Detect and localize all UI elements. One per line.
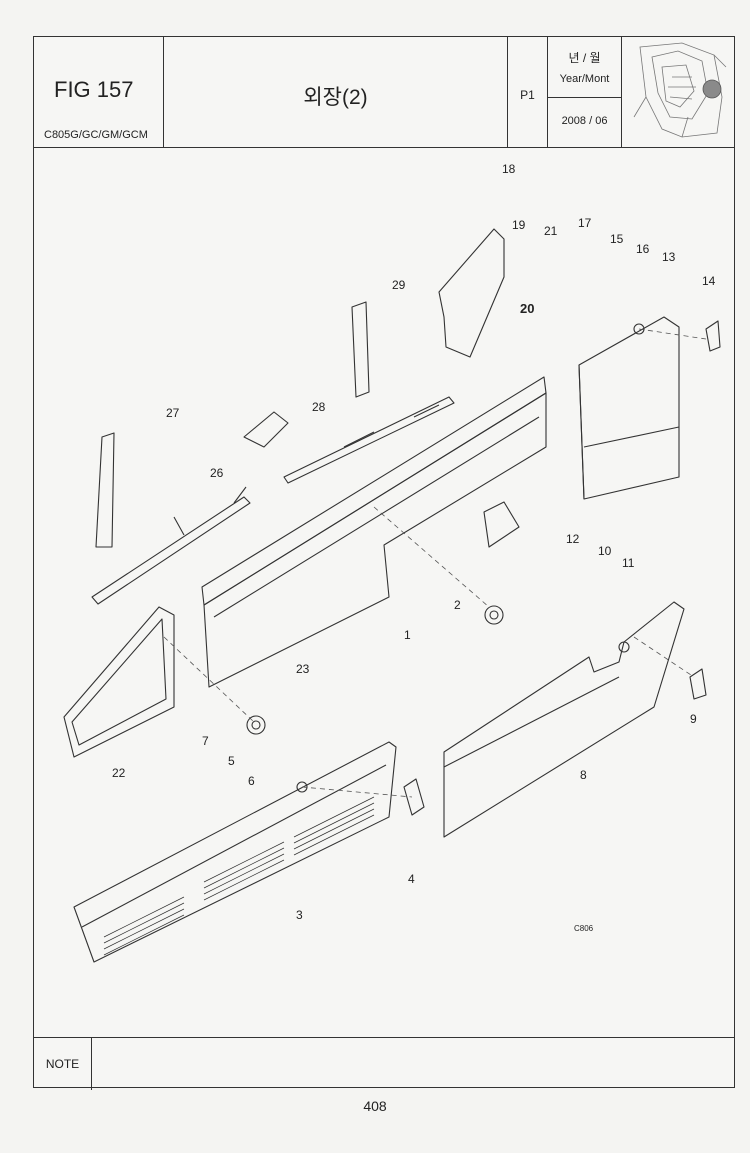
callout-22: 22 (112, 766, 126, 780)
page-code: P1 (520, 88, 535, 102)
drawing-code: C806 (574, 924, 594, 933)
callout-18: 18 (502, 162, 516, 176)
part-8-lower-rear-panel (443, 601, 685, 838)
callout-26: 26 (210, 466, 224, 480)
callout-28: 28 (312, 400, 326, 414)
callout-15: 15 (610, 232, 624, 246)
callout-3: 3 (296, 908, 303, 922)
callout-21: 21 (544, 224, 558, 238)
page-code-cell: P1 (508, 37, 548, 147)
year-month-header: 년 / 월 Year/Mont (548, 37, 621, 98)
callout-29: 29 (392, 278, 406, 292)
page-frame: FIG 157 C805G/GC/GM/GCM 외장(2) P1 년 / 월 Y… (33, 36, 735, 1090)
page-title: 외장(2) (303, 86, 368, 109)
title-cell: 외장(2) (164, 37, 508, 147)
year-month-korean: 년 / 월 (568, 51, 601, 65)
callout-23: 23 (296, 662, 310, 676)
header-table: FIG 157 C805G/GC/GM/GCM 외장(2) P1 년 / 월 Y… (34, 37, 734, 148)
fig-cell: FIG 157 C805G/GC/GM/GCM (34, 37, 164, 147)
note-row: NOTE (34, 1037, 734, 1090)
callout-14: 14 (702, 274, 716, 288)
callout-6: 6 (248, 774, 255, 788)
note-label: NOTE (34, 1038, 92, 1090)
callout-7: 7 (202, 734, 209, 748)
part-13-rear-panel (578, 316, 680, 500)
callout-19: 19 (512, 218, 526, 232)
revision-date: 2008 / 06 (561, 115, 608, 127)
callout-4: 4 (408, 872, 415, 886)
callout-1: 1 (404, 628, 411, 642)
callout-10: 10 (598, 544, 612, 558)
machine-thumbnail (633, 42, 727, 138)
callout-2: 2 (454, 598, 461, 612)
callout-17: 17 (578, 216, 592, 230)
part-22-front-panel (63, 606, 175, 758)
callout-11: 11 (622, 556, 635, 570)
part-1-side-panel (201, 376, 547, 606)
part-26-bracket (91, 496, 251, 605)
callout-16: 16 (636, 242, 650, 256)
page-number: 408 (363, 1098, 387, 1114)
callout-8: 8 (580, 768, 587, 782)
year-month-english: Year/Mont (559, 73, 610, 85)
fig-number: FIG 157 (54, 77, 134, 102)
callout-13: 13 (662, 250, 676, 264)
callout-9: 9 (690, 712, 697, 726)
model-codes: C805G/GC/GM/GCM (44, 129, 148, 141)
year-month-cell: 년 / 월 Year/Mont 2008 / 06 (548, 37, 622, 147)
part-18-bracket (438, 228, 505, 358)
exploded-parts-diagram: 1 2 3 4 5 6 7 8 9 10 11 12 13 14 15 16 1… (63, 162, 721, 963)
machine-thumbnail-cell (622, 37, 734, 147)
callout-27: 27 (166, 406, 180, 420)
part-3-grille-panel (73, 741, 397, 963)
callout-5: 5 (228, 754, 235, 768)
callout-20: 20 (520, 301, 534, 316)
part-28-bracket (283, 396, 455, 484)
callout-12: 12 (566, 532, 580, 546)
